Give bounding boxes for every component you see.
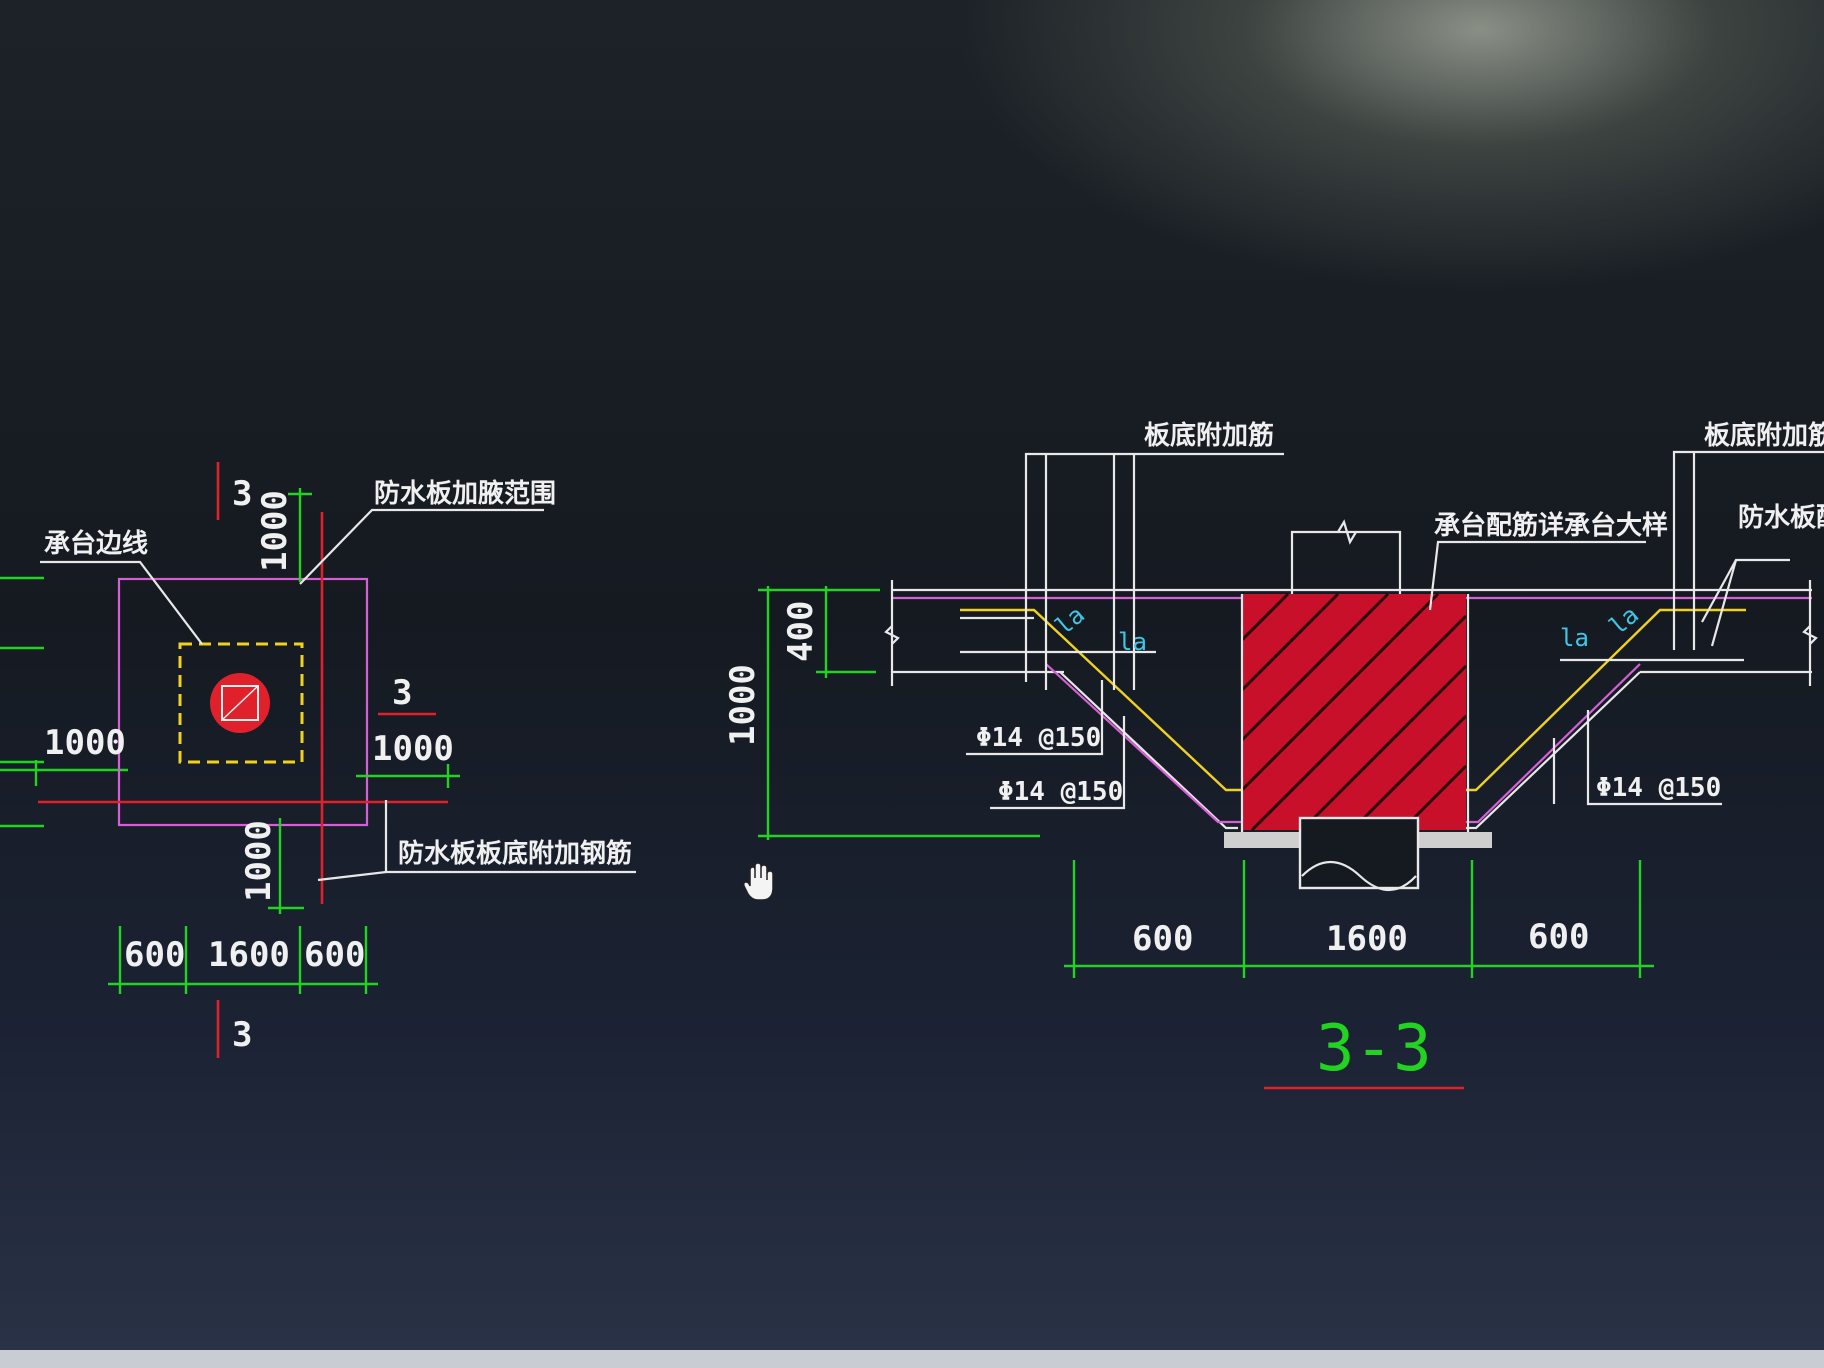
plan-haunch-outline bbox=[117, 577, 369, 827]
section-leader-cap-note bbox=[1428, 540, 1646, 611]
section-view: 板底附加筋 板底附加筋 承台配筋详承台大样 防水板配筋 la la la la … bbox=[723, 420, 1824, 1090]
plan-dim-bottom-vertical: 1000 bbox=[239, 820, 279, 902]
plan-bottom-bars-leader-2 bbox=[317, 870, 387, 882]
plan-dim-right-horizontal: 1000 bbox=[372, 729, 454, 769]
section-pile-cap bbox=[1242, 594, 1466, 830]
section-leader-note-1 bbox=[966, 680, 1104, 756]
plan-dim-bottom-left: 600 bbox=[124, 935, 185, 975]
section-column-stub bbox=[1290, 530, 1402, 594]
section-left-haunch-outline bbox=[1059, 671, 1238, 830]
section-rebar-note-3: Φ14 @150 bbox=[1596, 773, 1721, 803]
section-label-cap-note: 承台配筋详承台大样 bbox=[1434, 510, 1668, 541]
hand-pan-icon bbox=[743, 862, 774, 901]
plan-waterproof-leader bbox=[299, 508, 544, 585]
section-pile-break bbox=[1301, 861, 1417, 891]
plan-dim-top-vertical: 1000 bbox=[255, 490, 295, 572]
plan-section-mark-bottom: 3 bbox=[232, 1015, 252, 1055]
section-dim-left: 600 bbox=[1132, 919, 1193, 959]
section-dim-thickness: 400 bbox=[781, 601, 821, 662]
section-leader-note-2 bbox=[990, 716, 1126, 810]
section-leader-right-top bbox=[1672, 450, 1824, 650]
plan-pile-square bbox=[221, 685, 259, 721]
plan-dim-left-horizontal: 1000 bbox=[44, 723, 126, 763]
section-title: 3-3 bbox=[1316, 1012, 1432, 1086]
section-anchor-2: la bbox=[1118, 628, 1147, 656]
screen-bezel-strip bbox=[0, 1350, 1824, 1368]
plan-cap-edge-leader bbox=[40, 560, 203, 645]
plan-bottom-bars-label: 防水板板底附加钢筋 bbox=[398, 838, 632, 869]
plan-dim-bottom-mid: 1600 bbox=[208, 935, 290, 975]
section-leader-left-top bbox=[1024, 452, 1284, 682]
section-dim-mid: 1600 bbox=[1326, 919, 1408, 959]
section-anchor-3: la bbox=[1560, 624, 1589, 652]
section-right-break-symbol bbox=[1802, 625, 1818, 645]
section-anchor-4: la bbox=[1604, 601, 1644, 641]
plan-waterproof-label: 防水板加腋范围 bbox=[374, 479, 556, 509]
plan-section-mark-right: 3 bbox=[392, 673, 412, 713]
plan-view: 3 3 3 承台边线 防水板加腋范围 防水板板底附加钢筋 1000 1000 1… bbox=[0, 462, 636, 1058]
section-leader-note-3 bbox=[1586, 710, 1722, 806]
section-leader-waterproof-2 bbox=[1710, 559, 1738, 647]
section-label-waterproof: 防水板配筋 bbox=[1738, 502, 1824, 533]
section-dim-depth: 1000 bbox=[723, 664, 763, 746]
section-rebar-note-1: Φ14 @150 bbox=[976, 723, 1101, 753]
section-rebar-note-2: Φ14 @150 bbox=[998, 777, 1123, 807]
section-pile bbox=[1298, 816, 1420, 890]
plan-cap-edge bbox=[178, 642, 304, 764]
section-pile-cap-hatch bbox=[1240, 592, 1468, 832]
plan-pile-diag bbox=[221, 685, 259, 721]
section-label-bottom-added-left: 板底附加筋 bbox=[1144, 420, 1274, 451]
section-anchor-1: la bbox=[1050, 601, 1090, 641]
section-dim-right: 600 bbox=[1528, 917, 1589, 957]
section-left-break-symbol bbox=[884, 625, 900, 645]
section-column-break bbox=[1337, 519, 1357, 545]
section-label-bottom-added-right: 板底附加筋 bbox=[1704, 420, 1824, 451]
plan-cap-edge-label: 承台边线 bbox=[44, 528, 148, 559]
plan-section-mark-top: 3 bbox=[232, 474, 252, 514]
plan-dim-bottom-right: 600 bbox=[304, 935, 365, 975]
